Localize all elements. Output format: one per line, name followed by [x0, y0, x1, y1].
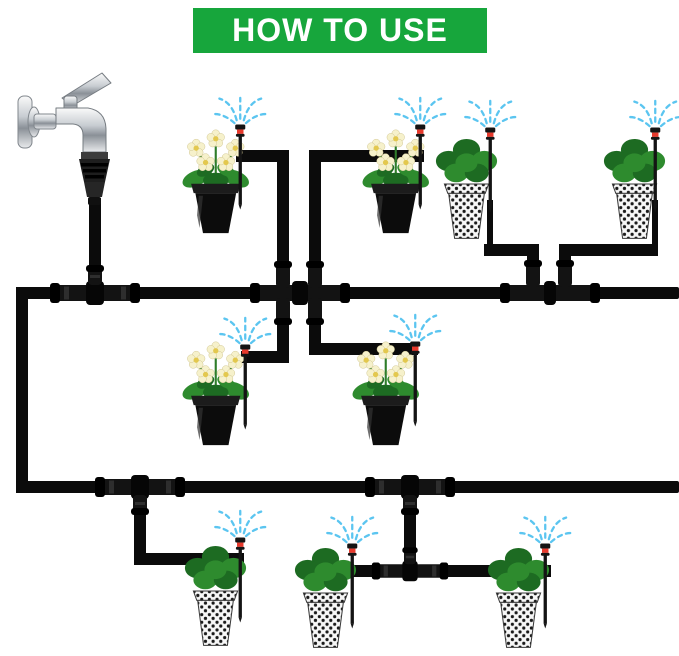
connectors [50, 260, 600, 582]
faucet-spout [55, 107, 107, 153]
faucet [17, 72, 112, 205]
dual-tee-connector-right [500, 260, 600, 305]
tube-up-left-horizontal [236, 150, 289, 162]
faucet-pipe [33, 113, 57, 130]
tee-connector-small-bottom [371, 547, 449, 582]
tee-connector-left [50, 265, 140, 305]
tube-up-left-vertical [277, 150, 289, 290]
tube-topright-right-horizontal [559, 244, 658, 256]
tube-up-right-vertical [309, 150, 321, 290]
green-plant [184, 545, 247, 646]
tube-left-riser [16, 287, 28, 493]
tube-topright-left-horizontal [484, 244, 539, 256]
faucet-adapter [79, 152, 110, 205]
stake-extension-left [487, 200, 493, 250]
tee-connector-down-mid [365, 475, 455, 515]
stake-extension-right [652, 200, 658, 250]
flower-plant [180, 342, 252, 445]
header-title: HOW TO USE [232, 12, 448, 48]
header-banner: HOW TO USE [193, 8, 487, 53]
flower-plant [350, 342, 422, 445]
green-plant [487, 547, 550, 648]
green-plant [294, 547, 357, 648]
cross-connector-center [250, 261, 350, 325]
tee-connector-down-left [95, 475, 185, 515]
tube-down-left-horizontal [241, 351, 289, 363]
tubing-network [16, 150, 679, 577]
